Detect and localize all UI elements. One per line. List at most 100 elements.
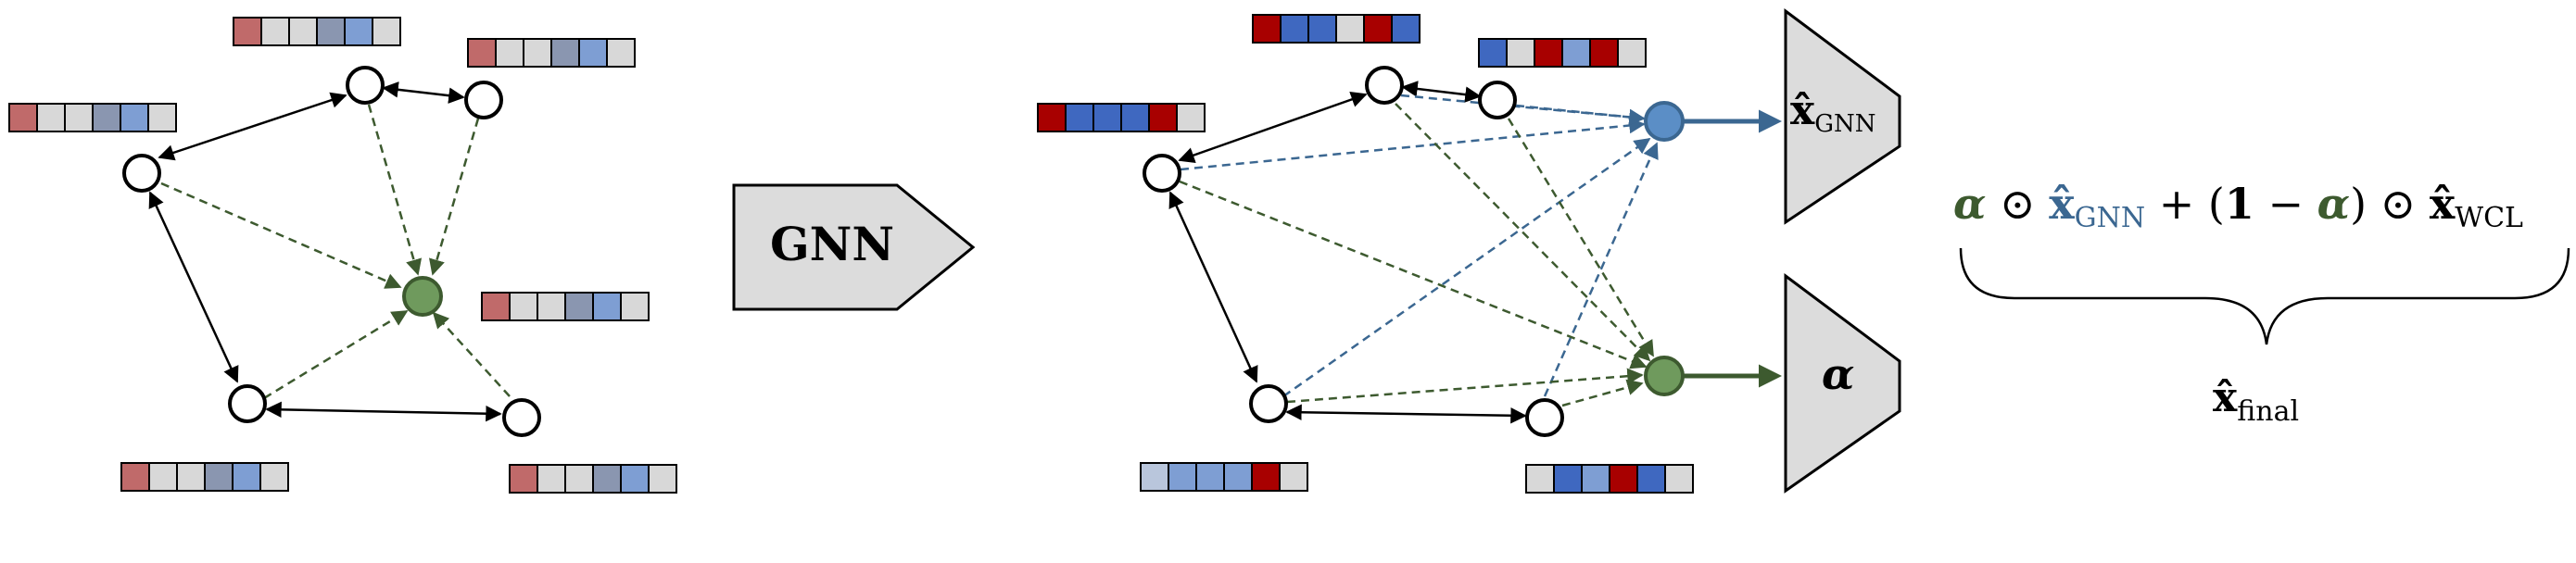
formula-one: 1 — [2225, 179, 2254, 229]
feature-cell — [288, 17, 318, 46]
feature-cell — [1148, 103, 1178, 132]
feature-vector-right-a — [1037, 103, 1206, 132]
feature-cell — [233, 17, 262, 46]
feature-cell — [1525, 464, 1555, 494]
underbrace-icon — [1959, 247, 2570, 345]
edge-right-e-green — [1561, 379, 1644, 407]
feature-cell — [92, 103, 121, 132]
feature-cell — [550, 38, 580, 68]
feature-cell — [316, 17, 346, 46]
feature-cell — [537, 292, 566, 321]
feature-cell — [1037, 103, 1067, 132]
feature-cell — [1092, 103, 1122, 132]
feature-vector-right-c — [1478, 38, 1647, 68]
feature-cell — [1636, 464, 1666, 494]
xhat-symbol: x̂ — [1790, 87, 1815, 134]
feature-cell — [1581, 464, 1610, 494]
edge-right-c-blue — [1515, 104, 1646, 126]
trapezoid-block-icon — [1784, 273, 1901, 494]
feature-cell — [120, 462, 150, 492]
formula-alpha-1: α — [1953, 179, 1986, 229]
feature-cell — [1140, 462, 1169, 492]
feature-cell — [1553, 464, 1583, 494]
feature-cell — [523, 38, 552, 68]
formula-odot-1: ⊙ — [1986, 179, 2049, 229]
edge-left-b-c — [382, 81, 465, 104]
feature-cell — [372, 17, 401, 46]
node-left-d — [228, 384, 267, 423]
formula-wcl-subscript: WCL — [2455, 202, 2523, 234]
edge-left-d-e — [265, 401, 502, 422]
formula-line: α ⊙ x̂GNN + (1 − α) ⊙ x̂WCL — [1953, 179, 2523, 234]
feature-cell — [1195, 462, 1225, 492]
feature-cell — [481, 292, 511, 321]
feature-cell — [592, 292, 622, 321]
feature-cell — [1506, 38, 1535, 68]
feature-cell — [1589, 38, 1619, 68]
feature-cell — [1335, 14, 1365, 44]
feature-cell — [259, 462, 289, 492]
feature-cell — [147, 103, 177, 132]
feature-cell — [564, 464, 594, 494]
feature-vector-left-green — [481, 292, 650, 321]
feature-cell — [1363, 14, 1393, 44]
feature-cell — [1223, 462, 1253, 492]
edge-right-c-green — [1507, 118, 1655, 357]
formula-close-paren: ) — [2350, 179, 2367, 229]
feature-cell — [260, 17, 290, 46]
node-right-d — [1249, 384, 1288, 423]
formula-odot-2: ⊙ — [2367, 179, 2430, 229]
feature-cell — [344, 17, 373, 46]
feature-cell — [1252, 14, 1282, 44]
output-alpha-label: α — [1822, 349, 1854, 399]
gnn-block: GNN — [732, 183, 976, 311]
edge-left-a-green — [160, 181, 402, 289]
feature-cell — [495, 38, 524, 68]
feature-cell — [1534, 38, 1563, 68]
edge-left-c-green — [429, 118, 480, 276]
feature-cell — [578, 38, 608, 68]
node-left-e — [502, 398, 541, 437]
formula-xhat-wcl: x̂ — [2430, 179, 2456, 229]
feature-cell — [592, 464, 622, 494]
feature-cell — [467, 38, 497, 68]
node-left-target-green — [402, 276, 443, 317]
node-left-c — [464, 81, 503, 119]
feature-cell — [1609, 464, 1638, 494]
node-left-b — [346, 66, 385, 105]
xhat-subscript: GNN — [1814, 110, 1875, 138]
feature-cell — [8, 103, 38, 132]
feature-cell — [648, 464, 677, 494]
feature-vector-right-b — [1252, 14, 1421, 44]
feature-cell — [232, 462, 261, 492]
final-subscript: final — [2237, 395, 2299, 428]
output-xhat-gnn-label: x̂GNN — [1790, 87, 1876, 138]
output-alpha-block: α — [1784, 273, 1901, 494]
feature-cell — [1176, 103, 1206, 132]
pentagon-arrow-block-icon — [732, 183, 976, 311]
edge-right-a-green — [1179, 180, 1648, 369]
feature-vector-left-topright — [467, 38, 636, 68]
edge-right-d-green — [1286, 368, 1644, 404]
feature-cell — [204, 462, 234, 492]
feature-cell — [1280, 14, 1309, 44]
feature-cell — [620, 464, 650, 494]
feature-cell — [176, 462, 206, 492]
feature-cell — [1391, 14, 1421, 44]
feature-cell — [537, 464, 566, 494]
feature-vector-right-e — [1525, 464, 1694, 494]
feature-cell — [1307, 14, 1337, 44]
edge-left-b-green — [367, 104, 423, 276]
node-left-a — [122, 154, 161, 193]
feature-vector-right-d — [1140, 462, 1308, 492]
feature-cell — [509, 292, 538, 321]
left-graph — [8, 17, 677, 494]
feature-cell — [1664, 464, 1694, 494]
edge-right-b-c — [1401, 81, 1482, 103]
formula-xhat-gnn: x̂ — [2049, 179, 2075, 229]
feature-cell — [120, 103, 149, 132]
feature-cell — [1279, 462, 1308, 492]
feature-cell — [1478, 38, 1508, 68]
edge-right-a-b — [1178, 91, 1368, 164]
feature-cell — [1120, 103, 1150, 132]
